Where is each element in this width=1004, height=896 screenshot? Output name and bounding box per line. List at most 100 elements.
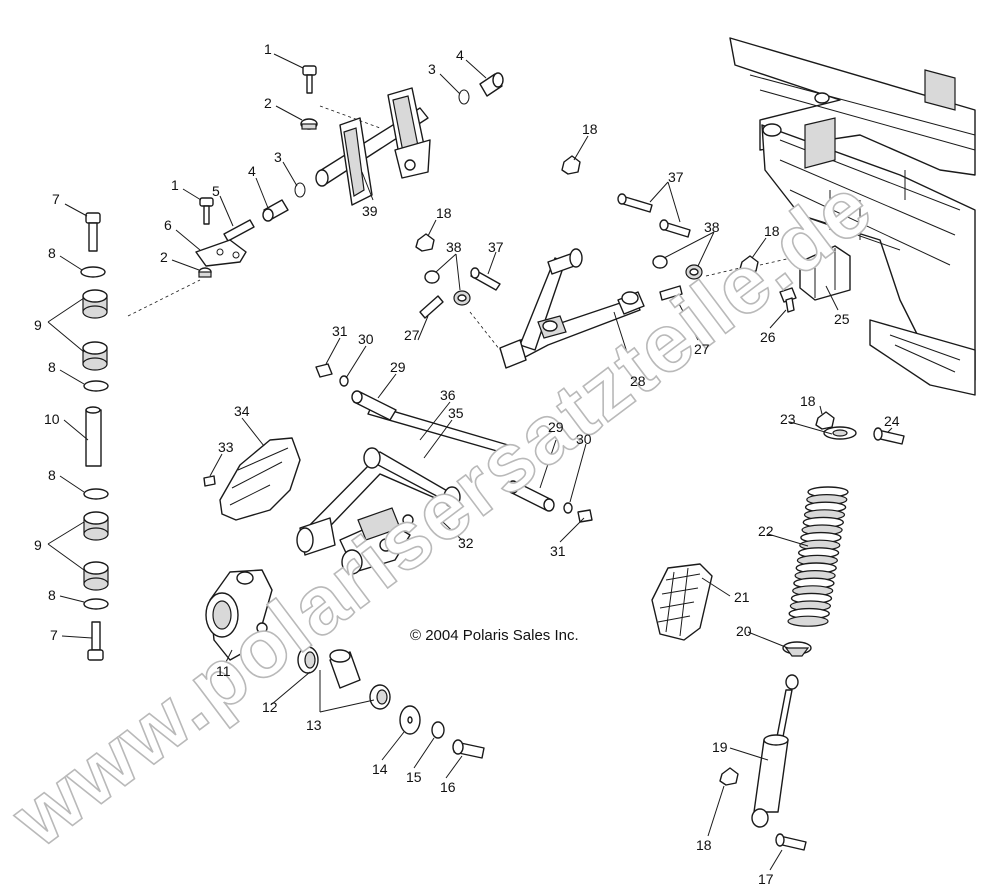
callout-label: 21 [734, 589, 750, 605]
callout-label: 17 [758, 871, 774, 887]
callout-label: 29 [390, 359, 406, 375]
callout-label: 39 [362, 203, 378, 219]
coil-spring-22 [787, 486, 849, 627]
shock-absorber-19 [751, 674, 799, 828]
callout-label: 9 [34, 537, 42, 553]
callout-label: 32 [458, 535, 474, 551]
bushing-9-a [82, 289, 108, 319]
callout-label: 8 [48, 587, 56, 603]
bracket-25 [799, 245, 851, 301]
callout-label: 1 [171, 177, 179, 193]
bolt-31-a [315, 363, 333, 378]
bearing-13-b [369, 684, 391, 710]
callout-label: 19 [712, 739, 728, 755]
screw-33 [203, 475, 216, 487]
pin-5 [223, 219, 255, 242]
lower-swing-arm [296, 404, 509, 575]
callout-label: 2 [264, 95, 272, 111]
callout-label: 22 [758, 523, 774, 539]
callout-label: 23 [780, 411, 796, 427]
washer-8-c [83, 488, 109, 500]
washer-30-a [339, 375, 349, 387]
assembly-lines [127, 105, 801, 351]
rear-mount-bracket [315, 87, 431, 206]
bolt-1-mid [199, 197, 214, 225]
callout-label: 35 [448, 405, 464, 421]
bolt-37-a [617, 193, 653, 213]
callout-label: 7 [50, 627, 58, 643]
bolt-24 [873, 427, 905, 445]
callout-label: 33 [218, 439, 234, 455]
bushing-9-b [82, 341, 108, 371]
callout-label: 4 [248, 163, 256, 179]
callout-label: 18 [436, 205, 452, 221]
bushing-4-top [479, 72, 504, 97]
spring-coil [787, 615, 829, 627]
bolt-17 [775, 833, 807, 851]
callout-label: 20 [736, 623, 752, 639]
callout-label: 26 [760, 329, 776, 345]
bolt-16 [452, 739, 485, 759]
callout-label: 8 [48, 467, 56, 483]
bushing-9-c [83, 511, 109, 541]
callout-label: 30 [358, 331, 374, 347]
leader-lines [47, 53, 893, 871]
washer-30-b [563, 502, 573, 514]
callout-label: 18 [696, 837, 712, 853]
spring-seat-20 [782, 641, 812, 657]
callout-label: 37 [488, 239, 504, 255]
nut-18-d [815, 411, 835, 430]
washer-8-b [83, 380, 109, 392]
callout-labels: 1 2 3 4 1 5 4 3 2 6 39 7 8 9 8 10 8 9 8 … [34, 41, 900, 887]
callout-label: 25 [834, 311, 850, 327]
callout-label: 8 [48, 359, 56, 375]
bolt-26 [779, 287, 797, 313]
callout-label: 9 [34, 317, 42, 333]
bracket-6 [195, 239, 247, 267]
bushing-4-mid [262, 199, 289, 222]
bolt-31-b [577, 509, 593, 523]
bushing-38-r1 [652, 255, 668, 269]
callout-label: 5 [212, 183, 220, 199]
washer-14 [399, 705, 421, 735]
nut-2-mid [198, 267, 212, 278]
callout-label: 24 [884, 413, 900, 429]
callout-label: 31 [332, 323, 348, 339]
ring-3-top [458, 89, 470, 105]
callout-label: 13 [306, 717, 322, 733]
callout-label: 34 [234, 403, 250, 419]
callout-label: 18 [800, 393, 816, 409]
callout-label: 11 [216, 663, 231, 679]
callout-label: 10 [44, 411, 60, 427]
callout-label: 1 [264, 41, 272, 57]
nut-18-a [561, 155, 581, 175]
callout-label: 38 [704, 219, 720, 235]
pin-29-b [507, 480, 555, 512]
callout-label: 29 [548, 419, 564, 435]
sleeve-27-left [419, 295, 444, 319]
callout-label: 27 [404, 327, 420, 343]
bearing-13-a [297, 646, 319, 674]
nut-18-b [415, 233, 435, 252]
nut-18-c [739, 255, 759, 274]
washer-8-d [83, 598, 109, 610]
bushing-38-l2 [453, 290, 471, 306]
knuckle-11 [205, 569, 273, 661]
callout-label: 14 [372, 761, 388, 777]
nut-2-top [300, 118, 318, 130]
callout-label: 16 [440, 779, 456, 795]
washer-15 [431, 721, 445, 739]
watermark: www.polarisersatzteile.de [0, 160, 889, 865]
callout-label: 7 [52, 191, 60, 207]
bolt-1-top [302, 65, 317, 94]
callout-label: 3 [274, 149, 282, 165]
callout-label: 37 [668, 169, 684, 185]
callout-label: 4 [456, 47, 464, 63]
callout-label: 38 [446, 239, 462, 255]
upper-control-arm [499, 248, 645, 369]
callout-label: 18 [582, 121, 598, 137]
bolt-37-b [659, 219, 691, 238]
callout-label: 27 [694, 341, 710, 357]
sleeve-10 [85, 406, 102, 467]
